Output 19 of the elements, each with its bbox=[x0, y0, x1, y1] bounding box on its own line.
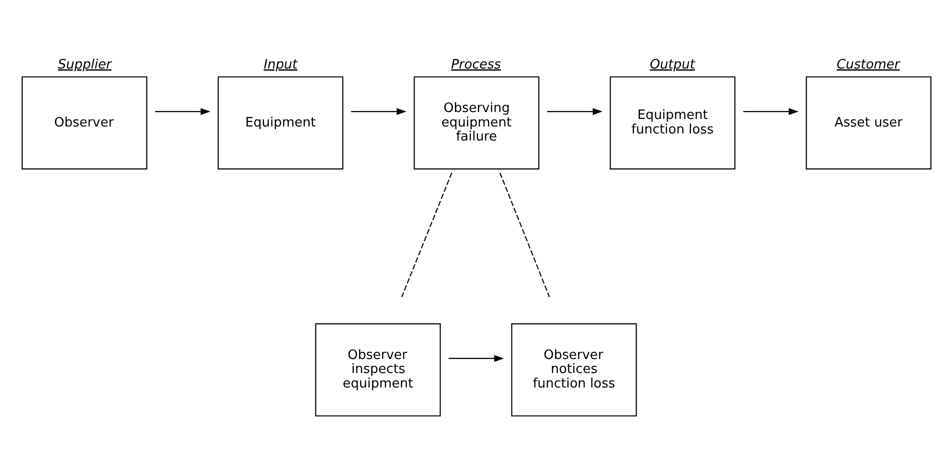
connector bbox=[401, 172, 452, 297]
arrow bbox=[743, 108, 799, 114]
arrow bbox=[547, 108, 602, 114]
node-box: Observer bbox=[22, 76, 148, 169]
arrow bbox=[155, 108, 210, 114]
arrow bbox=[351, 108, 406, 114]
node-box: Observer inspects equipment bbox=[315, 322, 441, 416]
node-box: Equipment bbox=[218, 76, 344, 169]
node-label: Input bbox=[264, 56, 298, 72]
node-label: Output bbox=[650, 56, 695, 72]
node-label: Customer bbox=[836, 56, 900, 72]
connector bbox=[499, 172, 550, 297]
node-box: Asset user bbox=[806, 76, 932, 169]
node-box: Observing equipment failure bbox=[414, 76, 540, 169]
arrow bbox=[448, 354, 504, 362]
node-label: Process bbox=[451, 56, 501, 72]
node-label: Supplier bbox=[58, 56, 112, 72]
node-box: Equipment function loss bbox=[610, 76, 736, 169]
node-box: Observer notices function loss bbox=[511, 322, 637, 416]
